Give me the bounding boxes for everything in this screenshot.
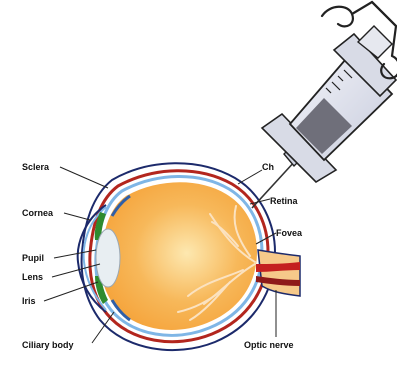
label-cornea: Cornea: [22, 208, 54, 218]
label-iris: Iris: [22, 296, 36, 306]
label-lens: Lens: [22, 272, 43, 282]
label-retina: Retina: [270, 196, 299, 206]
label-pupil: Pupil: [22, 253, 44, 263]
label-fovea: Fovea: [276, 228, 303, 238]
syringe: [252, 2, 397, 208]
choroid-leader: [238, 170, 262, 184]
label-optic-nerve: Optic nerve: [244, 340, 294, 350]
cornea-leader: [64, 213, 90, 220]
label-ciliary-body: Ciliary body: [22, 340, 74, 350]
lens: [96, 229, 120, 287]
label-choroid: Ch: [262, 162, 274, 172]
sclera-leader: [60, 167, 108, 188]
label-sclera: Sclera: [22, 162, 50, 172]
